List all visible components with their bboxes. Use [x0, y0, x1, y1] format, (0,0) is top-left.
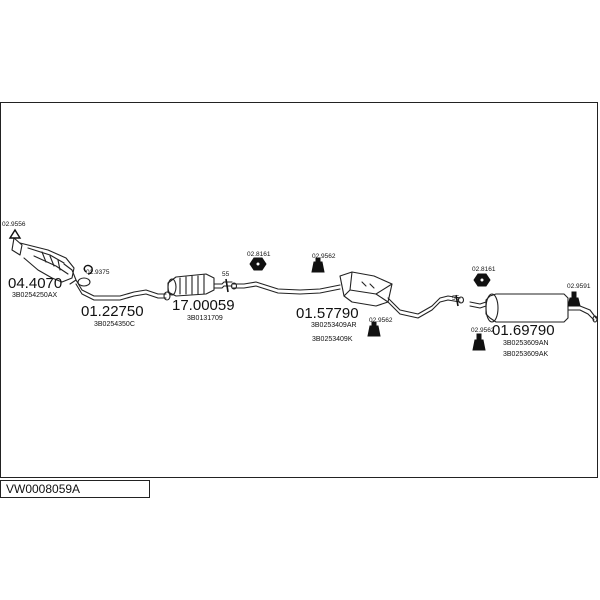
oem-number-label: 3B0131709 — [187, 315, 223, 322]
mounting-hanger-icon — [311, 257, 325, 273]
fitting-number-label: 02.8161 — [472, 266, 496, 273]
part-number-label: 01.22750 — [81, 303, 144, 320]
clamp-size-label: 55 — [222, 271, 230, 278]
fitting-number-label: 02.9562 — [369, 317, 393, 324]
part-number-label: 04.4070 — [8, 275, 62, 292]
part-number-label: 01.57790 — [296, 305, 359, 322]
clamp-icon — [83, 264, 93, 275]
oem-number-label: 3B0253609AK — [503, 351, 548, 358]
fitting-number-label: 02.9562 — [471, 327, 495, 334]
oem-number-label: 3B0254250AX — [12, 292, 57, 299]
fitting-number-label: 02.9562 — [312, 253, 336, 260]
front-pipe-drawing — [75, 277, 171, 301]
oem-number-label: 3B0253409AR — [311, 322, 357, 329]
pipe-clamp-icon — [455, 294, 459, 307]
pipe-clamp-icon — [225, 278, 229, 293]
fitting-number-label: 02.8161 — [247, 251, 271, 258]
clamp-size-label: 55 — [452, 295, 460, 302]
mounting-hanger-icon — [472, 333, 486, 351]
rear-silencer-drawing — [469, 293, 598, 323]
mounting-hanger-icon — [367, 321, 381, 337]
manifold-catalyst-drawing — [11, 237, 77, 285]
part-number-label: 17.00059 — [172, 297, 235, 314]
oem-number-label: 3B0254350C — [94, 321, 135, 328]
part-number-label: 01.69790 — [492, 322, 555, 339]
fitting-number-label: 02.9375 — [86, 269, 110, 276]
diagram-code-box: VW0008059A — [0, 480, 150, 498]
gasket-icon — [8, 228, 22, 239]
oem-number-label: 3B0253409K — [312, 336, 353, 343]
fitting-number-label: 02.9556 — [2, 221, 26, 228]
rubber-hanger-icon — [473, 273, 491, 287]
fitting-number-label: 02.9591 — [567, 283, 591, 290]
catalytic-converter-drawing — [167, 273, 233, 297]
mounting-hanger-icon — [567, 291, 581, 307]
rubber-hanger-icon — [249, 257, 267, 271]
oem-number-label: 3B0253609AN — [503, 340, 549, 347]
diagram-frame — [0, 102, 598, 478]
middle-silencer-drawing — [230, 271, 465, 319]
